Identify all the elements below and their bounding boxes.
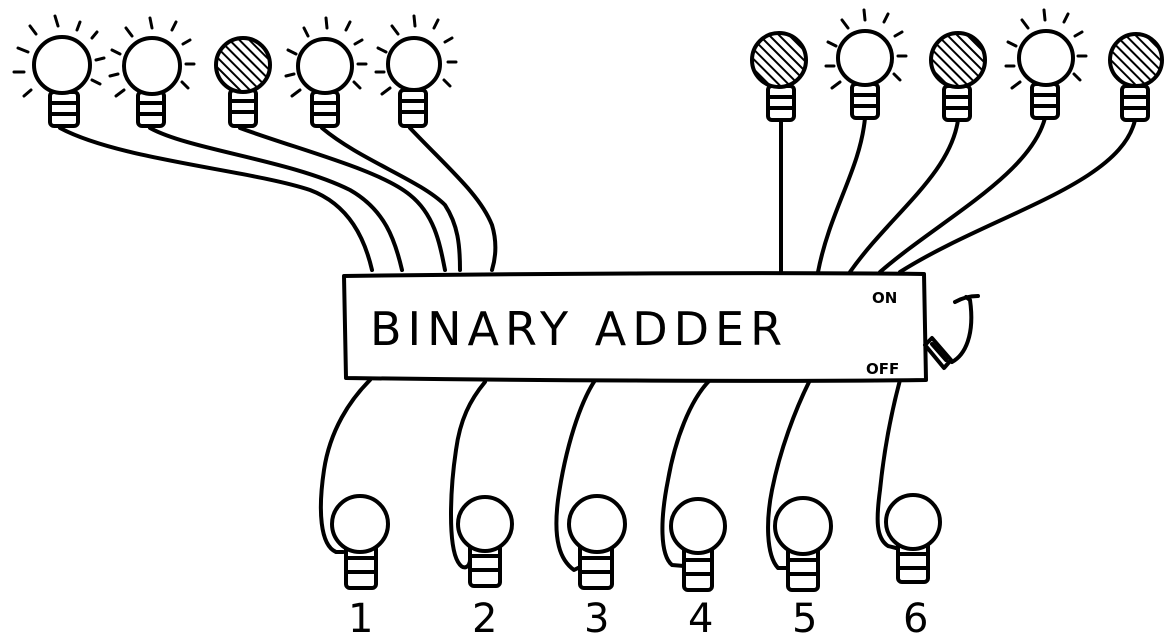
output-bulb-unlit-icon bbox=[214, 36, 272, 128]
switch-on-label: ON bbox=[872, 289, 897, 307]
input-number-5: 5 bbox=[792, 596, 817, 638]
output-bulb-lit-icon bbox=[284, 16, 368, 128]
switch-off-label: OFF bbox=[866, 360, 899, 378]
input-bulb-6-icon bbox=[884, 493, 942, 584]
input-number-3: 3 bbox=[584, 596, 609, 638]
input-bulb-1-icon bbox=[330, 494, 390, 590]
input-bulb-3-icon bbox=[567, 494, 627, 590]
wire-input-4 bbox=[660, 378, 712, 568]
input-number-2: 2 bbox=[472, 596, 497, 638]
wire-input-5 bbox=[766, 378, 812, 570]
output-wires bbox=[58, 116, 1137, 274]
switch-toggle-arrow-icon bbox=[950, 294, 980, 364]
input-bulb-4-icon bbox=[669, 497, 727, 592]
output-bulb-unlit-icon bbox=[929, 31, 987, 122]
output-bulb-unlit-icon bbox=[1108, 32, 1164, 122]
adder-box-outline bbox=[342, 271, 928, 383]
wire-right-5 bbox=[898, 118, 1137, 274]
power-switch[interactable] bbox=[923, 336, 953, 370]
output-bulb-lit-icon bbox=[824, 8, 908, 120]
wire-left-2 bbox=[148, 126, 404, 272]
left-output-bulbs bbox=[12, 14, 458, 128]
output-bulb-lit-icon bbox=[108, 16, 196, 128]
wire-input-1 bbox=[318, 378, 372, 554]
wire-right-3 bbox=[848, 118, 960, 274]
binary-adder-box: BINARY ADDER ON OFF bbox=[342, 271, 980, 383]
wire-input-2 bbox=[449, 380, 487, 570]
input-bulb-2-icon bbox=[456, 495, 514, 588]
switch-lever-detail bbox=[930, 342, 948, 362]
input-number-1: 1 bbox=[348, 596, 373, 638]
output-bulb-lit-icon bbox=[374, 14, 458, 128]
wire-left-1 bbox=[58, 126, 374, 272]
output-bulb-lit-icon bbox=[12, 14, 106, 128]
wire-left-5 bbox=[408, 126, 498, 272]
wire-right-2 bbox=[816, 116, 867, 274]
output-bulb-unlit-icon bbox=[750, 31, 808, 122]
input-number-6: 6 bbox=[903, 596, 928, 638]
input-wires bbox=[318, 374, 902, 572]
input-bulb-5-icon bbox=[773, 496, 833, 592]
wire-right-4 bbox=[878, 116, 1047, 274]
input-number-4: 4 bbox=[688, 596, 713, 638]
wire-input-3 bbox=[554, 374, 600, 572]
input-numbers: 1 2 3 4 5 6 bbox=[348, 596, 928, 638]
wire-input-6 bbox=[875, 378, 902, 550]
right-output-bulbs bbox=[750, 8, 1164, 122]
adder-label: BINARY ADDER bbox=[370, 302, 788, 356]
output-bulb-lit-icon bbox=[1004, 8, 1088, 120]
input-bulbs bbox=[330, 493, 942, 592]
wire-left-4 bbox=[320, 126, 462, 272]
wire-left-3 bbox=[238, 126, 447, 272]
